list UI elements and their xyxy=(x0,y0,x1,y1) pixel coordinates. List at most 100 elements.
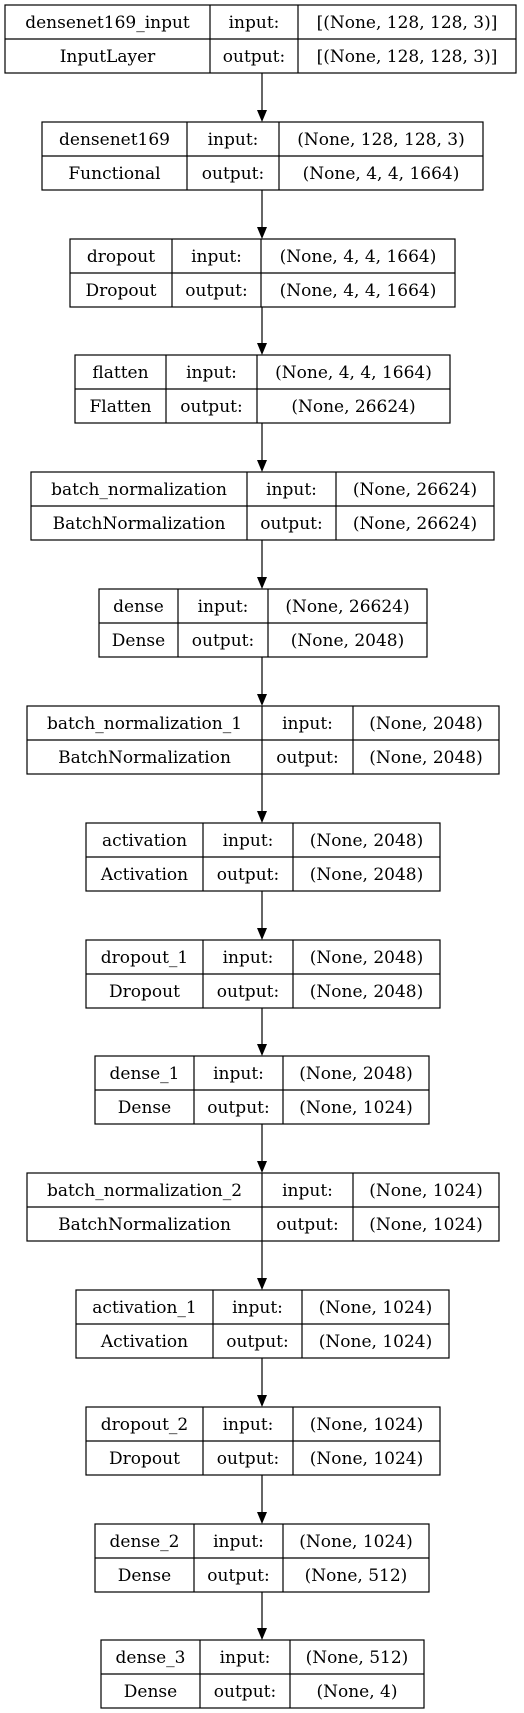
output-shape: (None, 4, 4, 1664) xyxy=(280,281,437,301)
layer-type: Dense xyxy=(118,1098,171,1118)
input-label: input: xyxy=(198,597,249,617)
flow-arrow xyxy=(257,1241,267,1290)
layer-name: activation xyxy=(102,831,187,851)
output-shape: (None, 2048) xyxy=(369,748,482,768)
flow-arrow xyxy=(257,1358,267,1407)
layer-name: dropout xyxy=(87,247,155,267)
arrow-head-icon xyxy=(257,1395,267,1407)
layer-node-activation_1: activation_1Activationinput:output:(None… xyxy=(75,1289,450,1359)
layer-type: Dropout xyxy=(109,982,180,1002)
layer-type: Activation xyxy=(100,1332,188,1352)
input-label: input: xyxy=(266,480,317,500)
input-label: input: xyxy=(208,130,259,150)
output-shape: (None, 1024) xyxy=(369,1215,482,1235)
input-shape: (None, 2048) xyxy=(299,1064,412,1084)
flow-arrow xyxy=(257,891,267,940)
flow-arrow xyxy=(257,1008,267,1056)
input-shape: (None, 1024) xyxy=(369,1181,482,1201)
arrow-head-icon xyxy=(257,1278,267,1290)
flow-arrow xyxy=(257,423,267,472)
output-shape: (None, 1024) xyxy=(310,1449,423,1469)
input-shape: (None, 2048) xyxy=(310,831,423,851)
layer-node-densenet169: densenet169Functionalinput:output:(None,… xyxy=(41,121,484,191)
arrow-head-icon xyxy=(257,928,267,940)
output-label: output: xyxy=(180,397,242,417)
flow-arrow xyxy=(257,1124,267,1173)
output-label: output: xyxy=(207,1566,269,1586)
output-label: output: xyxy=(276,1215,338,1235)
output-label: output: xyxy=(226,1332,288,1352)
output-label: output: xyxy=(260,514,322,534)
input-label: input: xyxy=(213,1532,264,1552)
layer-node-batch_normalization_1: batch_normalization_1BatchNormalizationi… xyxy=(26,705,500,775)
output-shape: [(None, 128, 128, 3)] xyxy=(317,47,498,67)
input-label: input: xyxy=(223,1415,274,1435)
input-label: input: xyxy=(232,1298,283,1318)
layer-name: batch_normalization_2 xyxy=(47,1181,242,1201)
output-label: output: xyxy=(217,1449,279,1469)
output-label: output: xyxy=(192,631,254,651)
layer-name: densenet169_input xyxy=(25,13,190,33)
output-shape: (None, 1024) xyxy=(299,1098,412,1118)
arrow-head-icon xyxy=(257,811,267,823)
layer-name: dropout_1 xyxy=(101,948,188,968)
flow-arrow xyxy=(257,73,267,122)
output-shape: (None, 2048) xyxy=(310,982,423,1002)
layer-node-densenet169_input: densenet169_inputInputLayerinput:output:… xyxy=(4,4,517,74)
input-shape: (None, 512) xyxy=(306,1648,409,1668)
input-shape: (None, 1024) xyxy=(319,1298,432,1318)
output-shape: (None, 4, 4, 1664) xyxy=(303,164,460,184)
flow-arrow xyxy=(257,1592,267,1640)
input-shape: [(None, 128, 128, 3)] xyxy=(317,13,498,33)
layer-name: dropout_2 xyxy=(101,1415,188,1435)
input-shape: (None, 4, 4, 1664) xyxy=(275,363,432,383)
layer-name: dense_2 xyxy=(110,1532,180,1552)
output-shape: (None, 2048) xyxy=(310,865,423,885)
arrow-head-icon xyxy=(257,110,267,122)
output-label: output: xyxy=(207,1098,269,1118)
layer-name: flatten xyxy=(92,363,148,383)
layer-type: Dropout xyxy=(109,1449,180,1469)
flow-arrow xyxy=(257,540,267,589)
layer-node-batch_normalization: batch_normalizationBatchNormalizationinp… xyxy=(30,471,495,541)
layer-type: Dropout xyxy=(86,281,157,301)
input-label: input: xyxy=(220,1648,271,1668)
arrow-head-icon xyxy=(257,227,267,239)
output-label: output: xyxy=(217,865,279,885)
arrow-head-icon xyxy=(257,694,267,706)
input-shape: (None, 4, 4, 1664) xyxy=(280,247,437,267)
layer-name: densenet169 xyxy=(59,130,170,150)
layer-node-activation: activationActivationinput:output:(None, … xyxy=(85,822,441,892)
input-shape: (None, 128, 128, 3) xyxy=(297,130,465,150)
arrow-head-icon xyxy=(257,577,267,589)
layer-type: InputLayer xyxy=(60,47,156,67)
output-shape: (None, 26624) xyxy=(353,514,477,534)
output-shape: (None, 26624) xyxy=(291,397,415,417)
layer-name: batch_normalization xyxy=(51,480,227,500)
input-shape: (None, 2048) xyxy=(369,714,482,734)
arrow-head-icon xyxy=(257,1628,267,1640)
flow-arrow xyxy=(257,657,267,706)
input-label: input: xyxy=(223,948,274,968)
layer-type: Dense xyxy=(118,1566,171,1586)
input-shape: (None, 26624) xyxy=(285,597,409,617)
input-label: input: xyxy=(186,363,237,383)
flow-arrow xyxy=(257,774,267,823)
input-shape: (None, 1024) xyxy=(299,1532,412,1552)
layer-type: BatchNormalization xyxy=(58,748,231,768)
input-label: input: xyxy=(229,13,280,33)
flow-arrow xyxy=(257,307,267,355)
flow-arrow xyxy=(257,190,267,239)
input-label: input: xyxy=(191,247,242,267)
output-label: output: xyxy=(185,281,247,301)
layer-node-batch_normalization_2: batch_normalization_2BatchNormalizationi… xyxy=(26,1172,500,1242)
layer-type: Activation xyxy=(100,865,188,885)
output-label: output: xyxy=(202,164,264,184)
